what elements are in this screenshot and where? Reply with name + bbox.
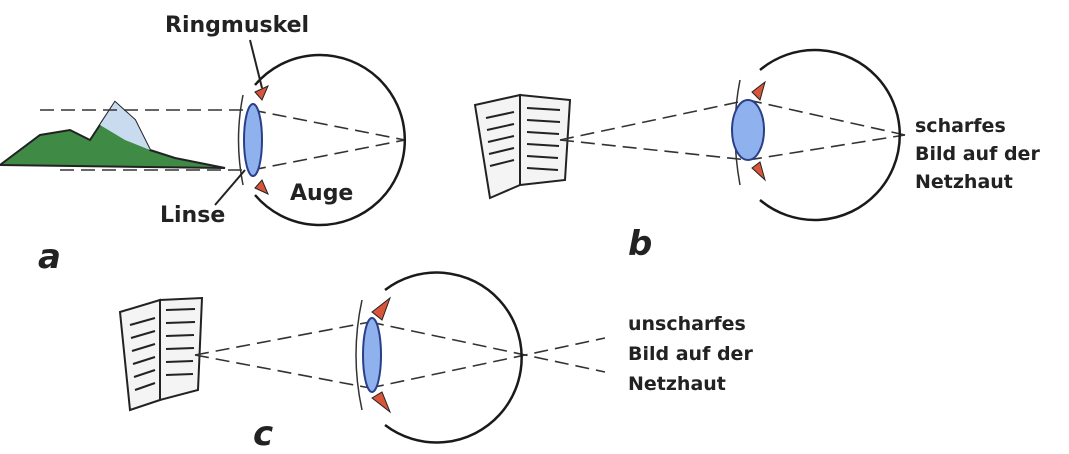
- caption-line: Bild auf der: [915, 143, 1040, 165]
- cornea: [355, 299, 363, 411]
- ring-muscle: [254, 85, 269, 101]
- label-eye: Auge: [290, 181, 353, 206]
- label-ring-muscle: Ringmuskel: [165, 13, 309, 38]
- panel-a: Ringmuskel Linse Auge a: [0, 13, 407, 277]
- sharp-image-caption: scharfes Bild auf der Netzhaut: [915, 115, 1046, 193]
- caption-line: Bild auf der: [628, 343, 753, 365]
- light-ray: [369, 337, 606, 389]
- light-ray: [559, 139, 749, 161]
- caption-line: Netzhaut: [628, 373, 726, 395]
- label-lens: Linse: [160, 203, 225, 228]
- light-ray: [747, 134, 906, 161]
- light-ray: [559, 99, 749, 141]
- light-ray: [369, 321, 606, 373]
- light-ray: [747, 99, 906, 136]
- pointer-arrow: [214, 169, 246, 206]
- ring-muscle: [254, 179, 269, 195]
- caption-line: scharfes: [915, 115, 1006, 137]
- caption-line: unscharfes: [628, 313, 746, 335]
- panel-c: unscharfes Bild auf der Netzhaut c: [118, 271, 759, 454]
- lens-flat: [243, 103, 263, 177]
- ring-muscle: [371, 391, 392, 414]
- light-ray: [251, 109, 406, 141]
- light-ray: [194, 321, 371, 356]
- eyeball: [254, 53, 407, 227]
- panel-label-b: b: [628, 224, 652, 264]
- pointer-arrow: [249, 39, 263, 89]
- lens-rounded: [731, 99, 765, 161]
- book-illustration: [118, 296, 204, 412]
- eyeball: [759, 48, 901, 222]
- mountain-snow: [100, 102, 150, 150]
- book-illustration: [473, 93, 572, 200]
- panel-label-c: c: [253, 414, 273, 454]
- ring-muscle: [751, 161, 766, 182]
- eyeball: [384, 271, 523, 444]
- ring-muscle: [371, 296, 392, 321]
- blurry-image-caption: unscharfes Bild auf der Netzhaut: [628, 313, 759, 395]
- cornea: [237, 94, 244, 186]
- panel-b: scharfes Bild auf der Netzhaut b: [473, 48, 1046, 264]
- caption-line: Netzhaut: [915, 171, 1013, 193]
- ring-muscle: [751, 80, 766, 101]
- light-ray: [251, 139, 406, 171]
- panel-label-a: a: [38, 237, 61, 277]
- light-ray: [194, 354, 371, 389]
- lens-flat: [362, 317, 382, 393]
